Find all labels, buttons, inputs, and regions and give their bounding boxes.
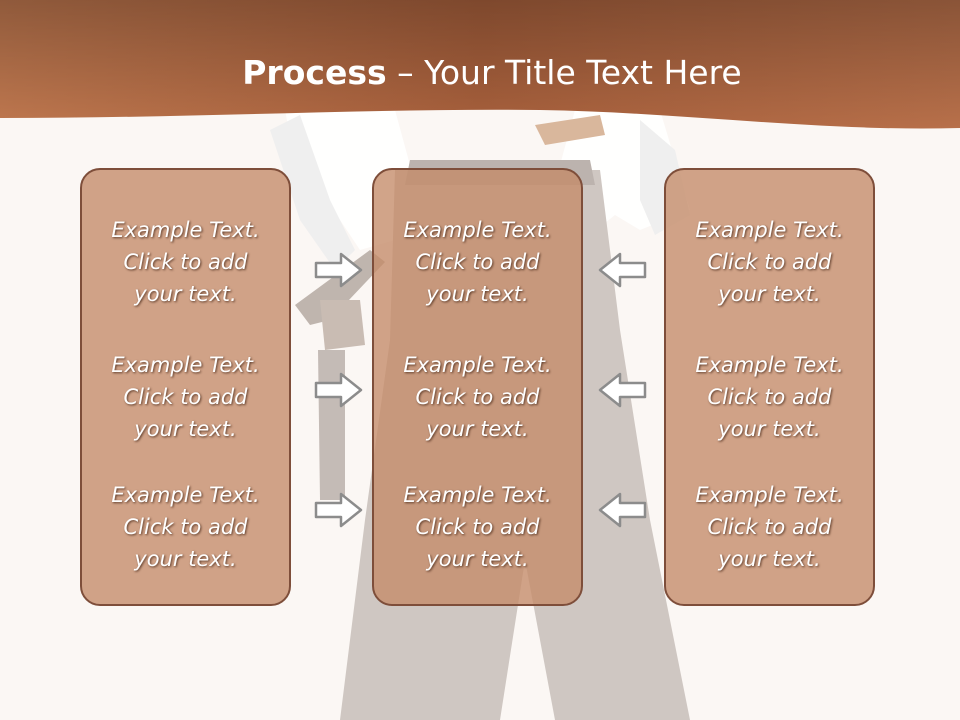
page-title: Process – Your Title Text Here [0,50,960,96]
process-box-center[interactable]: Example Text. Click to add your text. Ex… [372,168,583,606]
box-text-item[interactable]: Example Text. Click to add your text. [111,218,260,306]
box-text-item[interactable]: Example Text. Click to add your text. [403,218,552,306]
title-banner [0,0,960,129]
arrow-right-icon [314,252,363,288]
box-text-item[interactable]: Example Text. Click to add your text. [695,218,844,306]
process-box-left[interactable]: Example Text. Click to add your text. Ex… [80,168,291,606]
arrow-left-icon [598,252,647,288]
box-text-item[interactable]: Example Text. Click to add your text. [111,483,260,571]
arrow-right-icon [314,372,363,408]
title-bold: Process [242,53,387,92]
arrow-right-icon [314,492,363,528]
arrow-left-icon [598,372,647,408]
box-text-item[interactable]: Example Text. Click to add your text. [403,353,552,441]
box-text-item[interactable]: Example Text. Click to add your text. [403,483,552,571]
arrow-left-icon [598,492,647,528]
box-text-item[interactable]: Example Text. Click to add your text. [695,353,844,441]
box-text-item[interactable]: Example Text. Click to add your text. [695,483,844,571]
process-box-right[interactable]: Example Text. Click to add your text. Ex… [664,168,875,606]
title-rest: – Your Title Text Here [386,53,742,92]
box-text-item[interactable]: Example Text. Click to add your text. [111,353,260,441]
